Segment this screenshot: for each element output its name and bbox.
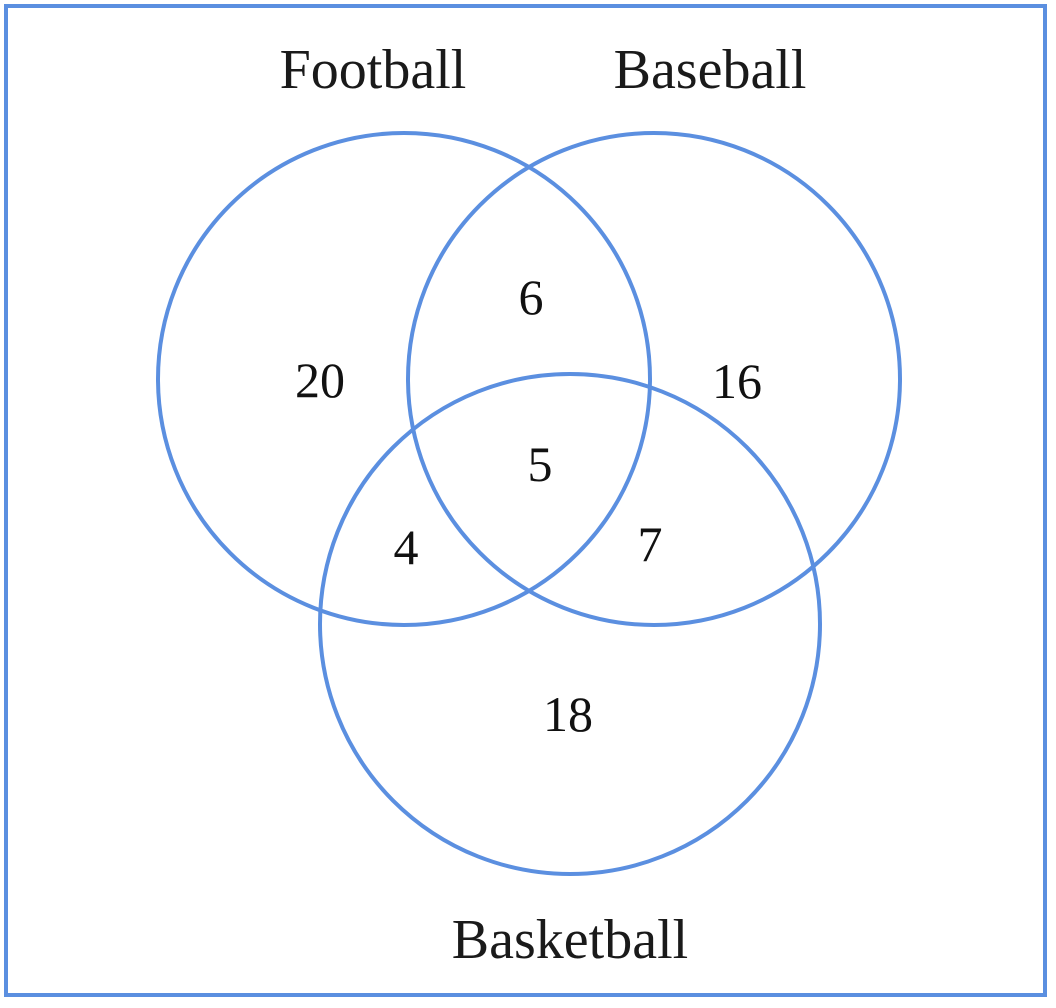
circle-basketball — [318, 372, 822, 876]
region-value-football-baseball: 6 — [518, 269, 544, 325]
set-label-football: Football — [279, 39, 467, 101]
region-value-all-three: 5 — [527, 436, 553, 492]
region-value-basketball-only: 18 — [543, 686, 593, 742]
region-value-baseball-only: 16 — [712, 353, 762, 409]
region-value-football-only: 20 — [295, 352, 345, 408]
circle-football — [156, 131, 652, 627]
circle-baseball — [406, 131, 902, 627]
region-value-football-basketball: 4 — [393, 519, 419, 575]
set-label-basketball: Basketball — [451, 909, 689, 971]
set-label-baseball: Baseball — [613, 39, 807, 101]
region-value-baseball-basketball: 7 — [637, 516, 663, 572]
